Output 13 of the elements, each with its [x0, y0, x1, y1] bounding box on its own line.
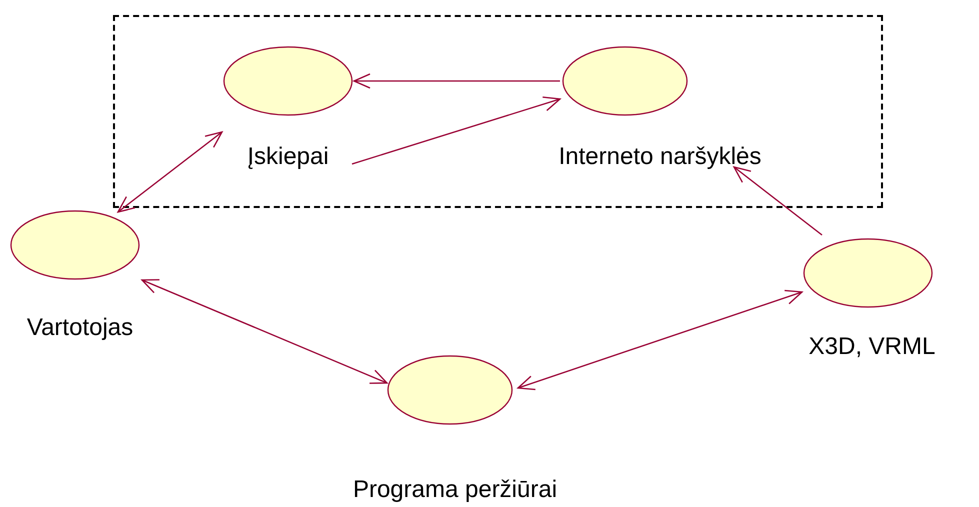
- use-case-label: X3D, VRML: [808, 333, 936, 361]
- use-case-label: Programa peržiūrai: [352, 476, 558, 504]
- arrow: [733, 166, 822, 236]
- arrow: [353, 73, 560, 89]
- system-boundary: [113, 15, 883, 208]
- use-case-label: Vartotojas: [26, 314, 134, 342]
- arrow: [517, 290, 803, 390]
- use-case: [223, 46, 353, 171]
- arrow: [117, 131, 223, 213]
- arrow: [141, 279, 388, 384]
- arrow: [352, 96, 561, 165]
- use-case-label: Įskiepai: [247, 143, 329, 171]
- use-case-label: Interneto naršyklės: [558, 143, 762, 171]
